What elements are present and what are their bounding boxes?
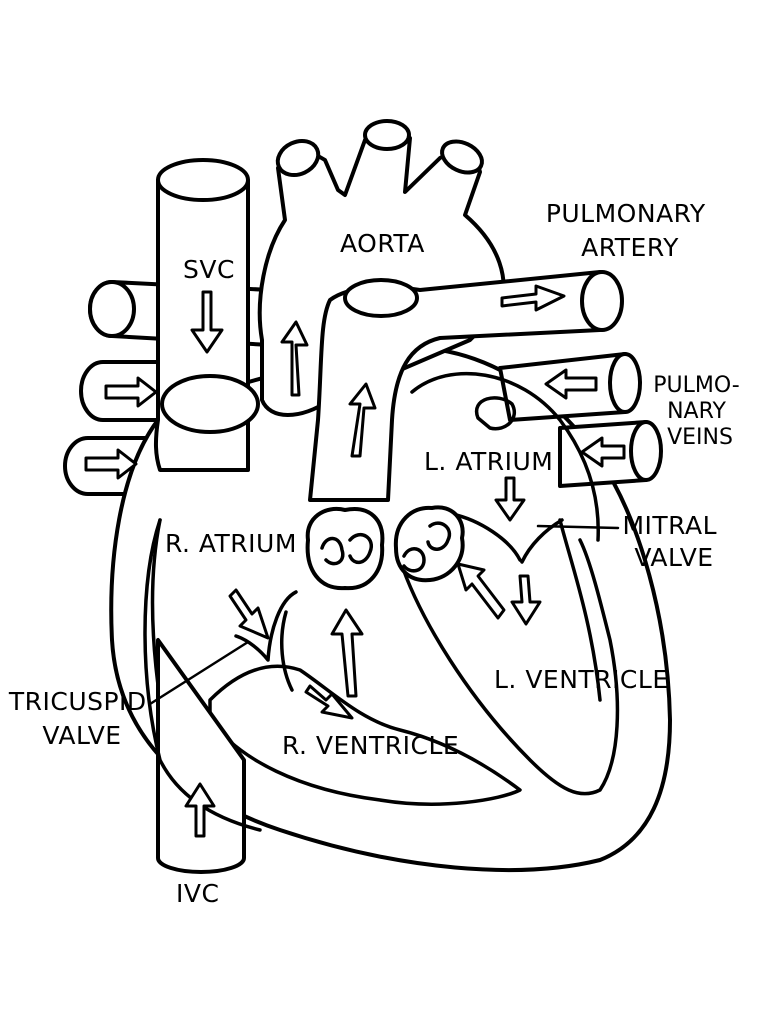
ivc-flow-arrow xyxy=(184,782,216,838)
aorta-flow-arrow xyxy=(280,320,309,397)
right-ventricle-down-arrow xyxy=(304,684,354,720)
label-mitral-valve: MITRAL VALVE xyxy=(622,511,725,572)
left-ventricle-arrow xyxy=(456,562,506,620)
mitral-leader xyxy=(536,524,620,530)
right-atrium-arrow xyxy=(228,588,270,640)
pulmonary-vein-arrow-1 xyxy=(544,368,598,400)
label-aorta: AORTA xyxy=(340,229,425,258)
pulmonary-artery xyxy=(308,270,624,502)
label-pulmonary-veins: PULMO- NARY VEINS xyxy=(653,373,746,450)
label-right-atrium: R. ATRIUM xyxy=(165,529,297,558)
label-ivc: IVC xyxy=(176,879,219,908)
mitral-flow-arrow xyxy=(510,574,542,626)
valves xyxy=(234,505,465,692)
leader-lines xyxy=(148,524,620,706)
pulmonary-artery-arrow xyxy=(500,284,566,312)
vessel-arrow-2 xyxy=(84,448,138,480)
label-left-atrium: L. ATRIUM xyxy=(424,447,553,476)
pulmonary-vein-arrow-2 xyxy=(580,436,626,468)
aortic-valve xyxy=(305,506,385,591)
label-tricuspid-valve: TRICUSPID VALVE xyxy=(8,687,155,750)
label-right-ventricle: R. VENTRICLE xyxy=(282,731,459,760)
interior-walls xyxy=(150,371,620,806)
tricuspid-leader xyxy=(148,640,250,706)
svc-flow-arrow xyxy=(190,290,224,354)
ivc-tube xyxy=(156,638,246,874)
pulmonary-trunk-arrow xyxy=(348,382,377,458)
label-pulmonary-artery: PULMONARY ARTERY xyxy=(546,199,714,262)
label-svc: SVC xyxy=(183,255,235,284)
label-left-ventricle: L. VENTRICLE xyxy=(494,665,669,694)
vessel-arrow-1 xyxy=(104,376,158,408)
left-atrium-arrow xyxy=(494,476,526,522)
right-ventricle-up-arrow xyxy=(330,608,364,698)
flow-arrows xyxy=(84,284,626,838)
labels: SVC AORTA PULMONARY ARTERY PULMO- NARY V… xyxy=(8,199,746,908)
heart-body xyxy=(109,348,672,872)
